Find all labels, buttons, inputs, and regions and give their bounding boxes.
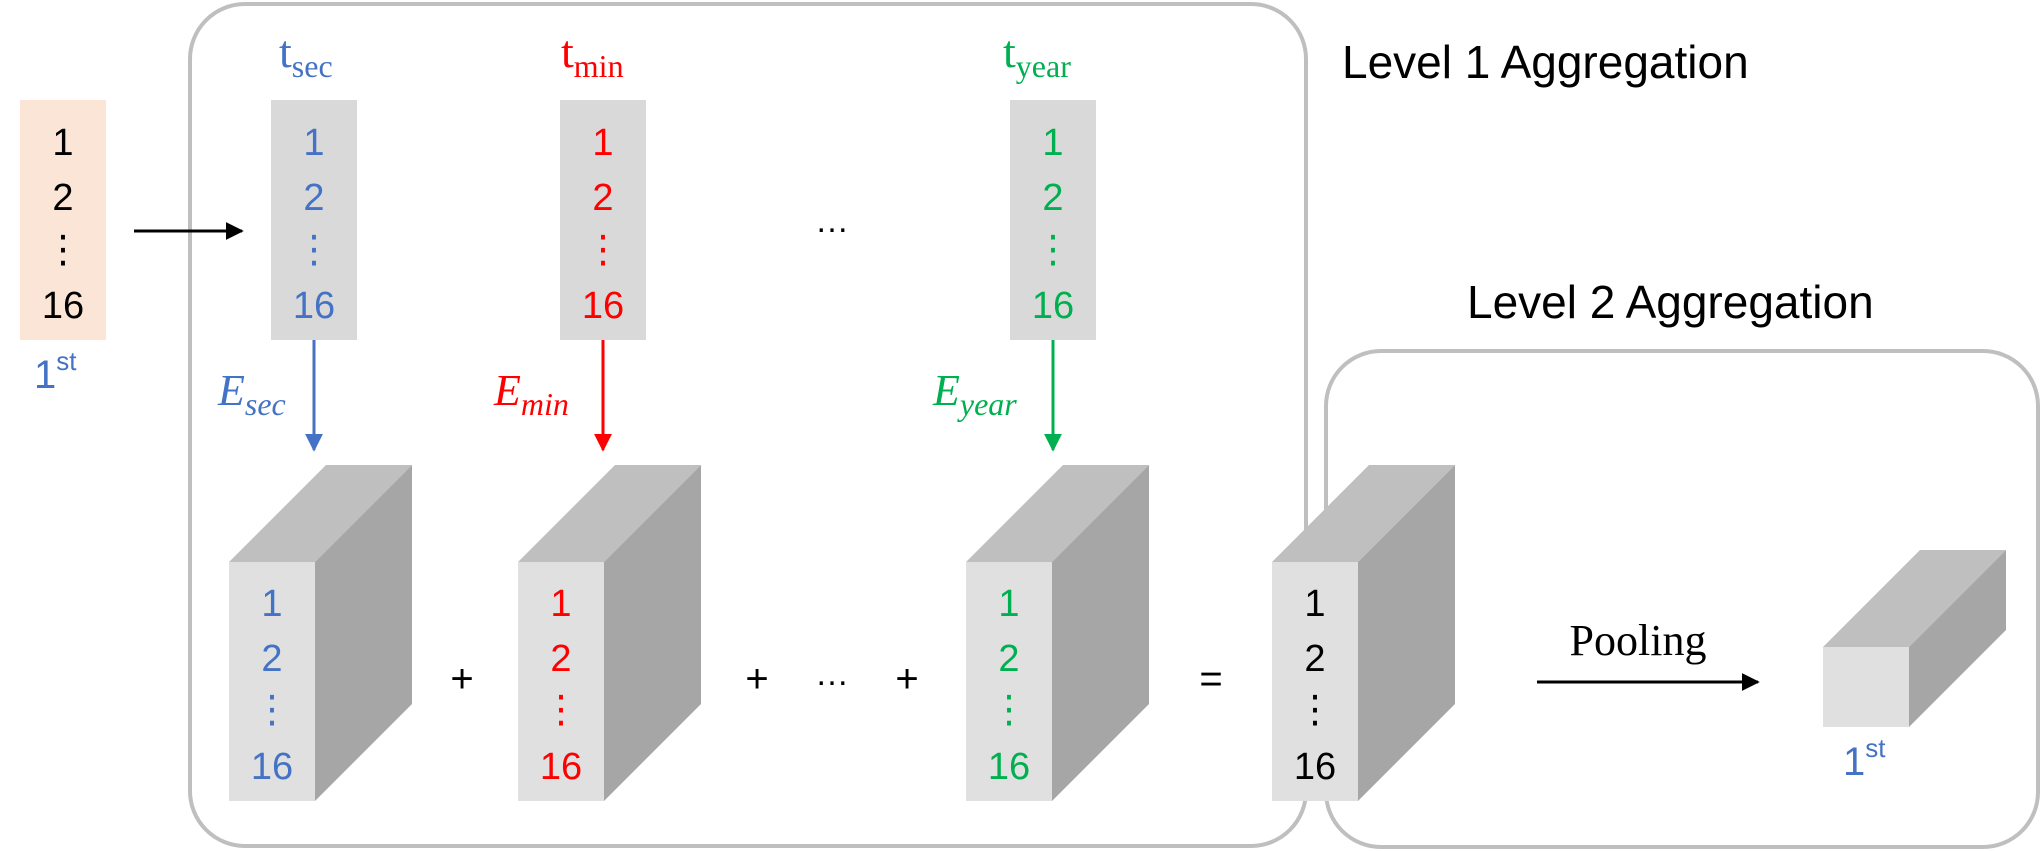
block-year-value-2: 2 xyxy=(998,638,1019,680)
t-year-value-2: 2 xyxy=(1042,177,1063,219)
block-year-value-dots: ⋮ xyxy=(990,689,1028,731)
plus-operator-3: + xyxy=(895,657,918,701)
block-min-value-1: 1 xyxy=(550,583,571,625)
embedding-block-sec xyxy=(229,465,412,801)
input-column xyxy=(20,100,106,340)
result-value-2: 2 xyxy=(1304,638,1325,680)
pooling-label: Pooling xyxy=(1570,616,1707,665)
block-min-value-16: 16 xyxy=(540,746,582,788)
plus-operator-1: + xyxy=(450,657,473,701)
block-sec-value-1: 1 xyxy=(261,583,282,625)
block-min-value-2: 2 xyxy=(550,638,571,680)
label-t-year: tyear xyxy=(1003,26,1071,84)
t-min-value-2: 2 xyxy=(592,177,613,219)
t-min-value-dots: ⋮ xyxy=(584,229,622,271)
block-sec-value-16: 16 xyxy=(251,746,293,788)
input-value-dots: ⋮ xyxy=(44,229,82,271)
block-sec-value-2: 2 xyxy=(261,638,282,680)
t-year-value-dots: ⋮ xyxy=(1034,229,1072,271)
block-year-value-16: 16 xyxy=(988,746,1030,788)
label-t-min: tmin xyxy=(561,26,624,84)
t-year-value-1: 1 xyxy=(1042,122,1063,164)
pooled-output-cube xyxy=(1823,550,2006,727)
input-ordinal: 1st xyxy=(34,346,77,397)
level1-container xyxy=(188,2,1308,848)
operator-ellipsis: … xyxy=(815,655,849,693)
embed-label-year: Eyear xyxy=(932,366,1017,422)
result-block xyxy=(1272,465,1455,801)
t-sec-value-dots: ⋮ xyxy=(295,229,333,271)
plus-operator-2: + xyxy=(745,657,768,701)
t-sec-value-16: 16 xyxy=(293,285,335,327)
output-ordinal: 1st xyxy=(1843,733,1886,784)
t-year-value-16: 16 xyxy=(1032,285,1074,327)
embed-label-min: Emin xyxy=(493,366,569,422)
result-value-16: 16 xyxy=(1294,746,1336,788)
embedding-block-year xyxy=(966,465,1149,801)
input-value-2: 2 xyxy=(52,177,73,219)
equals-operator: = xyxy=(1199,657,1222,701)
level1-title: Level 1 Aggregation xyxy=(1342,36,1749,88)
block-sec-value-dots: ⋮ xyxy=(253,689,291,731)
input-value-16: 16 xyxy=(42,285,84,327)
result-value-1: 1 xyxy=(1304,583,1325,625)
embedding-block-min xyxy=(518,465,701,801)
input-value-1: 1 xyxy=(52,122,73,164)
t-sec-value-2: 2 xyxy=(303,177,324,219)
label-t-sec: tsec xyxy=(279,26,333,84)
embed-label-sec: Esec xyxy=(217,366,286,422)
column-t-year xyxy=(1010,100,1096,340)
column-t-min xyxy=(560,100,646,340)
block-year-value-1: 1 xyxy=(998,583,1019,625)
level2-title: Level 2 Aggregation xyxy=(1467,276,1874,328)
result-value-dots: ⋮ xyxy=(1296,689,1334,731)
columns-ellipsis: … xyxy=(815,202,849,240)
t-min-value-16: 16 xyxy=(582,285,624,327)
block-min-value-dots: ⋮ xyxy=(542,689,580,731)
t-sec-value-1: 1 xyxy=(303,122,324,164)
column-t-sec xyxy=(271,100,357,340)
t-min-value-1: 1 xyxy=(592,122,613,164)
